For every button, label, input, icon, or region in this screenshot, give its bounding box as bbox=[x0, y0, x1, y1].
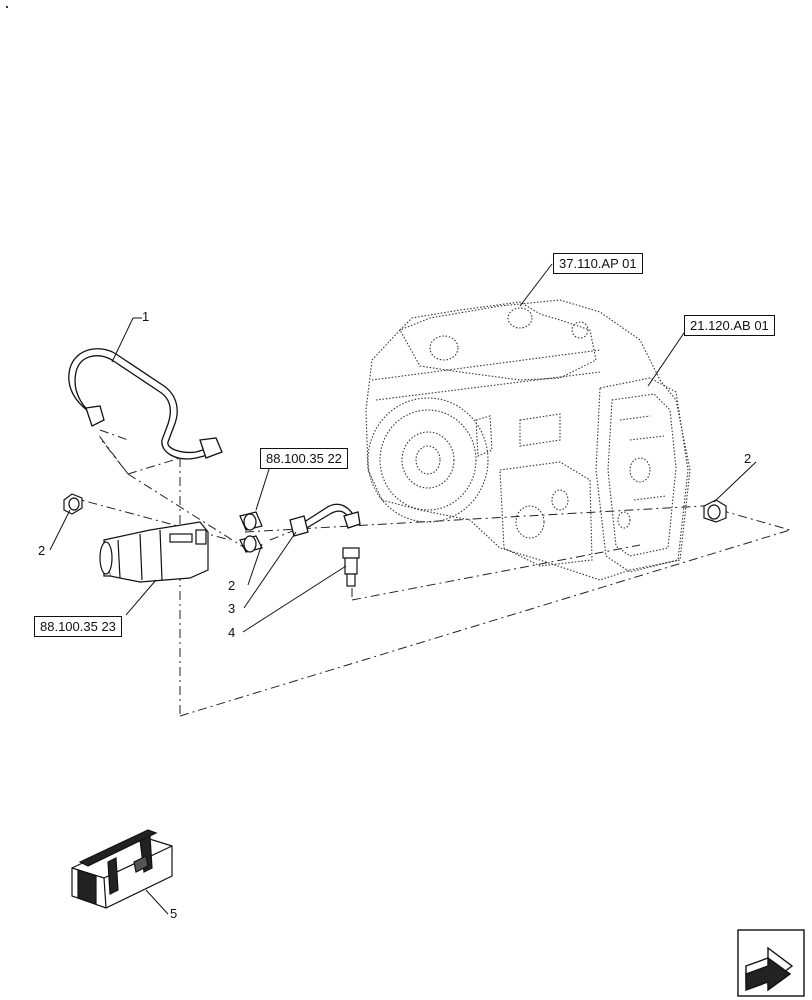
plug-right bbox=[703, 499, 727, 523]
callout-2-right: 2 bbox=[744, 451, 752, 466]
ref-21-120-ab-01[interactable]: 21.120.AB 01 bbox=[684, 315, 775, 336]
mid-fittings bbox=[239, 511, 263, 553]
transmission-housing bbox=[365, 299, 691, 581]
kit-box bbox=[71, 829, 173, 909]
motor-unit bbox=[99, 521, 209, 583]
callout-4: 4 bbox=[228, 625, 236, 640]
leader-lines bbox=[49, 263, 757, 915]
callout-1: 1 bbox=[142, 309, 150, 324]
navigation-icon bbox=[737, 929, 805, 997]
assembly-lines bbox=[69, 429, 791, 717]
callout-2-left: 2 bbox=[38, 543, 46, 558]
callout-2-mid: 2 bbox=[228, 578, 236, 593]
ref-88-100-35-23[interactable]: 88.100.35 23 bbox=[34, 616, 122, 637]
ref-37-110-ap-01[interactable]: 37.110.AP 01 bbox=[553, 253, 643, 274]
pipe-assembly bbox=[68, 348, 223, 460]
corner-mark bbox=[6, 6, 8, 8]
callout-3: 3 bbox=[228, 601, 236, 616]
tube-fitting bbox=[289, 503, 361, 537]
callout-5: 5 bbox=[170, 906, 178, 921]
sensor bbox=[342, 547, 360, 587]
ref-88-100-35-22[interactable]: 88.100.35 22 bbox=[260, 448, 348, 469]
plug-left bbox=[63, 493, 83, 515]
